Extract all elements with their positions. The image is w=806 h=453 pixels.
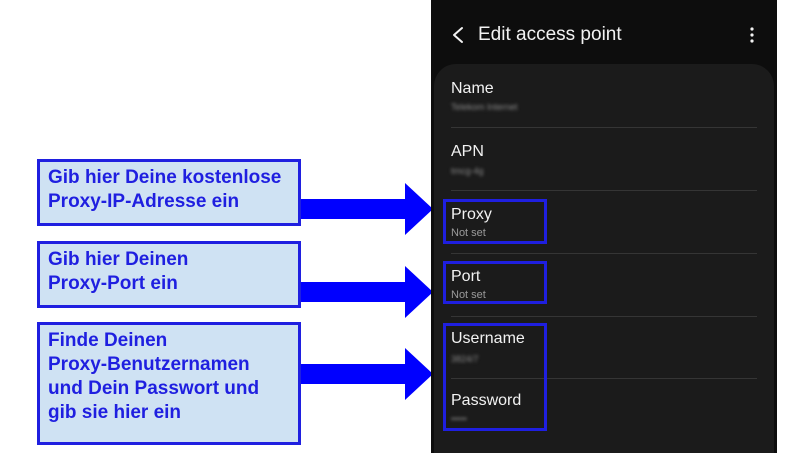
app-bar: Edit access point — [431, 0, 777, 64]
settings-list: Name Telekom Internet APN tmcg-4g Proxy … — [434, 64, 774, 453]
setting-value: Not set — [451, 227, 486, 239]
setting-row-username[interactable]: Username 3824/7 — [434, 316, 774, 378]
divider — [451, 378, 757, 379]
setting-row-port[interactable]: Port Not set — [434, 253, 774, 315]
setting-row-name[interactable]: Name Telekom Internet — [434, 64, 774, 126]
setting-row-proxy[interactable]: Proxy Not set — [434, 190, 774, 252]
more-vertical-icon[interactable] — [749, 27, 755, 43]
chevron-left-icon[interactable] — [451, 26, 465, 44]
setting-value: 3824/7 — [451, 354, 479, 364]
setting-value: Telekom Internet — [451, 102, 518, 112]
highlight-proxy — [443, 199, 547, 244]
page-title: Edit access point — [478, 24, 622, 45]
setting-value: ••••• — [451, 414, 467, 424]
highlight-port — [443, 261, 547, 304]
setting-label: Proxy — [451, 206, 492, 223]
highlight-credentials — [443, 323, 547, 431]
divider — [451, 127, 757, 128]
setting-label: Password — [451, 392, 522, 409]
arrow-right-icon — [301, 348, 433, 400]
setting-label: Name — [451, 80, 494, 97]
divider — [451, 190, 757, 191]
setting-label: Username — [451, 330, 525, 347]
arrow-right-icon — [301, 266, 433, 318]
setting-row-apn[interactable]: APN tmcg-4g — [434, 127, 774, 189]
phone-screen: Edit access point Name Telekom Internet … — [431, 0, 777, 453]
arrow-right-icon — [301, 183, 433, 235]
divider — [451, 316, 757, 317]
setting-value: tmcg-4g — [451, 166, 484, 176]
setting-row-password[interactable]: Password ••••• — [434, 378, 774, 440]
setting-label: APN — [451, 143, 484, 160]
divider — [451, 253, 757, 254]
callout-port: Gib hier Deinen Proxy-Port ein — [37, 241, 301, 308]
callout-credentials: Finde Deinen Proxy-Benutzernamen und Dei… — [37, 322, 301, 445]
callout-proxy: Gib hier Deine kostenlose Proxy-IP-Adres… — [37, 159, 301, 226]
setting-label: Port — [451, 268, 481, 285]
setting-value: Not set — [451, 289, 486, 301]
